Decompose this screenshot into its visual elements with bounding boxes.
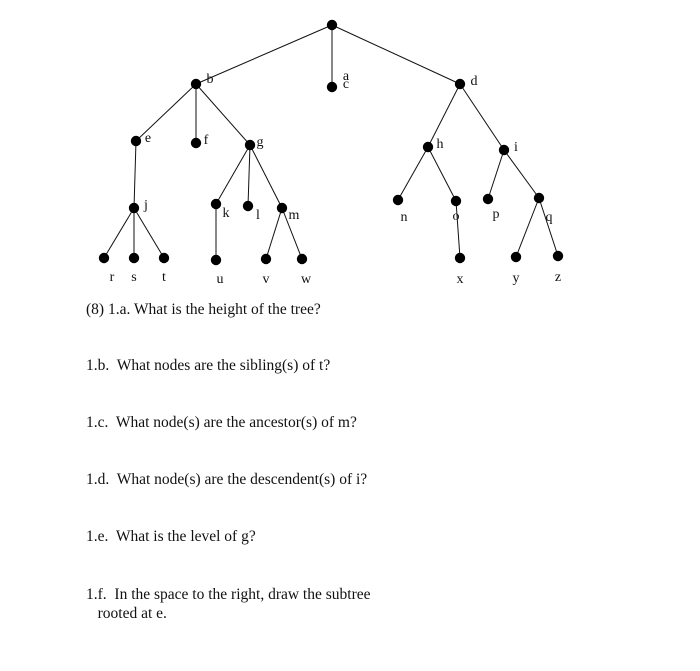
edge-g-l (247, 144, 251, 207)
edge-m-w (281, 207, 303, 260)
node-l (242, 200, 254, 212)
node-x (454, 252, 466, 264)
node-o (450, 195, 462, 207)
node-label-f: f (204, 133, 209, 148)
node-b (190, 78, 202, 90)
node-k (210, 198, 222, 210)
edge-g-m (249, 144, 283, 209)
node-label-r: r (110, 270, 115, 285)
edge-q-y (515, 197, 540, 258)
node-a (326, 19, 338, 31)
node-p (482, 193, 494, 205)
question-1c: 1.c. What node(s) are the ancestor(s) of… (86, 414, 357, 431)
node-i (498, 144, 510, 156)
question-1f: 1.f. In the space to the right, draw the… (86, 586, 371, 622)
edge-e-j (133, 140, 137, 209)
node-label-d: d (471, 74, 478, 89)
node-t (158, 252, 170, 264)
node-label-k: k (223, 206, 230, 221)
node-label-z: z (555, 270, 561, 285)
node-g (244, 139, 256, 151)
edge-q-z (538, 197, 559, 257)
edge-j-r (103, 207, 135, 259)
question-1d: 1.d. What node(s) are the descendent(s) … (86, 471, 368, 488)
question-1b: 1.b. What nodes are the sibling(s) of t? (86, 357, 331, 374)
node-h (422, 141, 434, 153)
node-y (510, 251, 522, 263)
node-label-t: t (162, 270, 166, 285)
edge-i-p (487, 149, 505, 200)
node-j (128, 202, 140, 214)
node-label-e: e (145, 131, 151, 146)
question-1a: (8) 1.a. What is the height of the tree? (86, 301, 321, 318)
node-label-v: v (263, 272, 270, 287)
node-f (190, 137, 202, 149)
edge-h-o (427, 146, 457, 202)
edge-m-v (265, 207, 283, 260)
tree-nodes (98, 19, 564, 266)
edge-g-k (215, 144, 251, 205)
node-n (392, 194, 404, 206)
node-q (533, 192, 545, 204)
tree-labels: a b c d e f g h i j k l m n o p q r s t u v w x y z (110, 69, 561, 287)
node-s (128, 252, 140, 264)
edge-a-d (331, 24, 461, 85)
node-u (210, 254, 222, 266)
node-label-j: j (143, 198, 148, 213)
node-label-y: y (513, 271, 520, 286)
node-label-u: u (217, 272, 224, 287)
node-z (552, 250, 564, 262)
question-1e: 1.e. What is the level of g? (86, 528, 256, 545)
edge-b-g (195, 83, 251, 146)
node-label-s: s (131, 270, 136, 285)
node-label-n: n (401, 210, 408, 225)
node-d (454, 78, 466, 90)
edge-a-b (195, 24, 333, 85)
node-e (130, 135, 142, 147)
edge-i-q (503, 149, 540, 199)
edge-d-h (427, 83, 461, 148)
edge-o-x (455, 200, 461, 259)
node-label-b: b (207, 72, 214, 87)
node-label-p: p (493, 207, 500, 222)
node-label-i: i (514, 140, 518, 155)
node-c (326, 81, 338, 93)
node-m (276, 202, 288, 214)
node-label-g: g (257, 135, 264, 150)
node-v (260, 253, 272, 265)
node-label-w: w (301, 272, 312, 287)
node-label-l: l (256, 208, 260, 223)
tree-diagram: a b c d e f g h i j k l m n o p q r s t u v w x y z (98, 19, 564, 287)
node-label-a: a (343, 69, 350, 84)
node-w (296, 253, 308, 265)
edge-b-e (135, 83, 197, 142)
edge-d-i (459, 83, 505, 151)
edge-h-n (397, 146, 429, 201)
tree-edges (103, 24, 559, 260)
node-label-x: x (457, 272, 464, 287)
node-label-o: o (453, 209, 460, 224)
edge-j-t (133, 207, 165, 259)
node-r (98, 252, 110, 264)
node-label-h: h (437, 137, 444, 152)
node-label-c: c (343, 77, 349, 92)
node-label-m: m (289, 208, 300, 223)
node-label-q: q (546, 210, 553, 225)
